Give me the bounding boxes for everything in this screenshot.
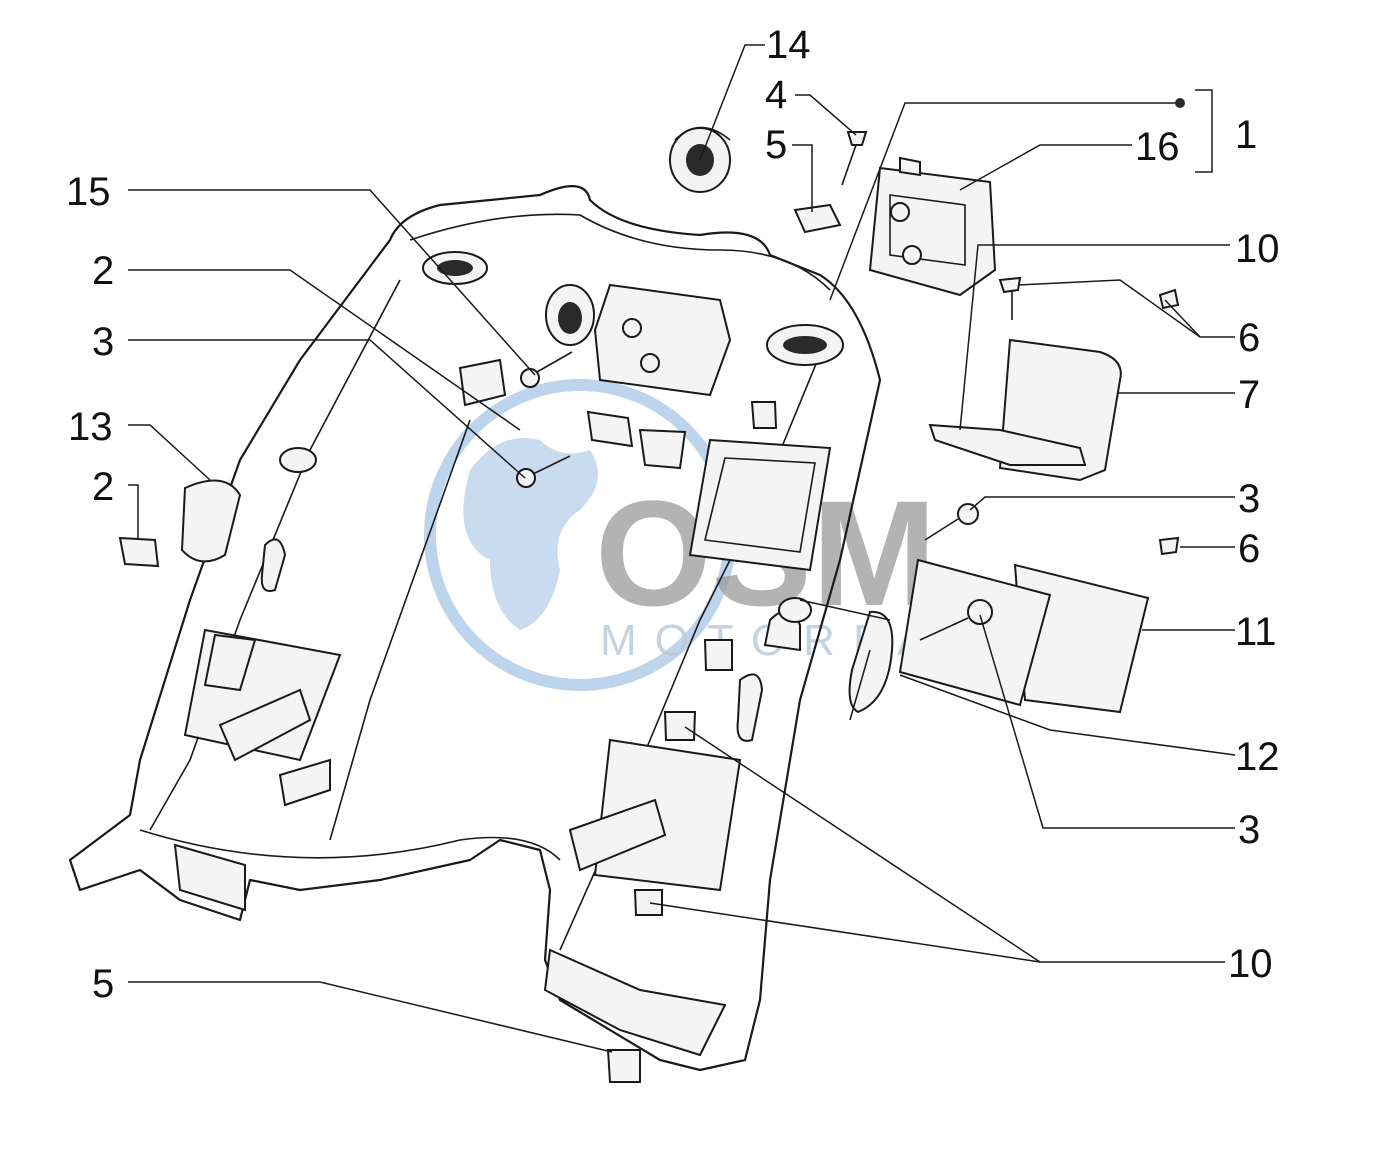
part-2-clip-left xyxy=(118,536,160,568)
part-12-plate xyxy=(898,558,1052,707)
callout-5-top: 5 xyxy=(765,123,787,167)
callout-16: 16 xyxy=(1135,125,1180,169)
hinge-piece xyxy=(848,610,894,714)
callout-3-top: 3 xyxy=(92,320,114,364)
callouts: 14 4 5 15 16 1 2 10 3 6 7 13 2 3 6 11 12… xyxy=(66,23,1280,1006)
spacer-left xyxy=(279,447,317,473)
bottom-step xyxy=(543,948,727,1057)
panel-outline-left xyxy=(68,185,882,1072)
callout-15: 15 xyxy=(66,170,111,214)
part-2-clip-center-b xyxy=(638,428,687,470)
callout-10-top: 10 xyxy=(1235,227,1280,271)
leader-lines xyxy=(128,44,1236,1053)
callout-14: 14 xyxy=(766,23,811,67)
left-bracket-foot xyxy=(173,843,246,912)
clip-panel-a xyxy=(750,401,778,429)
callout-3-mid: 3 xyxy=(1238,477,1260,521)
callout-11: 11 xyxy=(1235,610,1277,654)
part-3-bolt-right xyxy=(924,503,979,541)
panel-top-lip xyxy=(409,213,831,291)
part-15-clip xyxy=(458,358,507,407)
callout-7: 7 xyxy=(1238,373,1260,417)
part-4-screw xyxy=(841,131,868,186)
watermark-continents xyxy=(463,438,598,630)
callout-3-bottom: 3 xyxy=(1238,808,1260,852)
panel-center-fold xyxy=(329,419,471,841)
lock-hole-inner xyxy=(558,302,582,334)
leg-shield-panel xyxy=(68,185,882,1072)
callout-1: 1 xyxy=(1235,113,1257,157)
left-tab xyxy=(278,758,331,807)
part-6-screw-top-b xyxy=(998,276,1022,294)
part-10-clip-b xyxy=(633,889,663,916)
glovebox-pin-b xyxy=(640,353,660,373)
callout-2-left: 2 xyxy=(92,465,114,509)
clip-panel-b xyxy=(703,639,733,671)
part-10-bracket xyxy=(928,423,1087,466)
callout-6-top: 6 xyxy=(1238,316,1260,360)
part-6-screw-mid xyxy=(1158,536,1180,556)
spacer-right xyxy=(778,597,812,623)
leader-dot xyxy=(1175,98,1185,108)
callout-13: 13 xyxy=(68,405,113,449)
panel-keyhole-right xyxy=(736,673,764,742)
part-3-screw-left xyxy=(516,455,571,488)
callout-10-bottom: 10 xyxy=(1228,942,1273,986)
panel-window-inner xyxy=(704,457,816,553)
glovebox-pin-a xyxy=(622,318,642,338)
part-3-bolt-center xyxy=(919,599,993,641)
panel-keyhole-left xyxy=(260,538,287,592)
part-5-clip-top xyxy=(793,203,842,234)
part-5-clip-bottom xyxy=(606,1049,641,1083)
panel-floor-edge xyxy=(139,829,561,861)
callout-12: 12 xyxy=(1235,735,1280,779)
right-hook xyxy=(568,798,667,872)
callout-6-mid: 6 xyxy=(1238,527,1260,571)
vent-hole-left-inner xyxy=(437,260,473,276)
part-6-screw-top xyxy=(1158,288,1180,310)
part-10-clip-a xyxy=(663,711,697,741)
callout-2-top: 2 xyxy=(92,249,114,293)
panel-inner-edge-left xyxy=(149,279,401,831)
vent-hole-right-inner xyxy=(783,336,827,354)
left-hook xyxy=(218,688,312,762)
part-16-lid xyxy=(868,156,997,297)
part-13-reflector xyxy=(180,479,242,563)
glovebox-housing xyxy=(593,283,732,397)
callout-4: 4 xyxy=(765,73,787,117)
left-pocket-slot xyxy=(203,633,257,692)
callout-5-bottom: 5 xyxy=(92,962,114,1006)
panel-window-right xyxy=(688,438,832,572)
part-2-clip-center xyxy=(586,410,634,448)
loose-parts xyxy=(118,126,1180,1083)
